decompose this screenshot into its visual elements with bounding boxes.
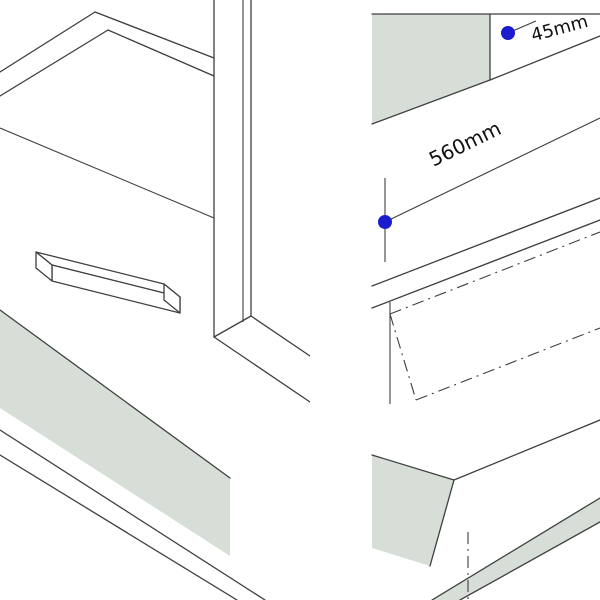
batten-rail [35, 251, 181, 314]
drill-point-marker-top [501, 26, 515, 40]
dimension-560mm: 560mm [378, 116, 600, 262]
batten-right-end-face [163, 283, 181, 314]
dimension-label-560mm: 560mm [425, 116, 505, 171]
drill-point-marker-side [378, 215, 392, 229]
top-shading-right [372, 14, 490, 124]
floor-shading-left [0, 310, 230, 556]
cabinet-frame-lines [0, 0, 310, 600]
dimension-45mm: 45mm [501, 11, 590, 46]
hidden-edge-bottom [415, 327, 600, 401]
cabinet-structure-lines [371, 13, 600, 600]
hidden-edge-top [389, 231, 600, 315]
right-dimension-drawing: 45mm 560mm [371, 11, 600, 600]
dimension-line-560mm [384, 117, 600, 223]
dimension-label-45mm: 45mm [529, 11, 590, 46]
batten-end-face [35, 251, 53, 282]
hidden-edge-left [389, 313, 417, 401]
diagram-step-right-dimensions: 45mm 560mm [368, 0, 600, 600]
diagram-step-left-cabinet [0, 0, 310, 600]
bottom-left-shading-right [372, 455, 454, 566]
left-cabinet-drawing [0, 0, 310, 600]
